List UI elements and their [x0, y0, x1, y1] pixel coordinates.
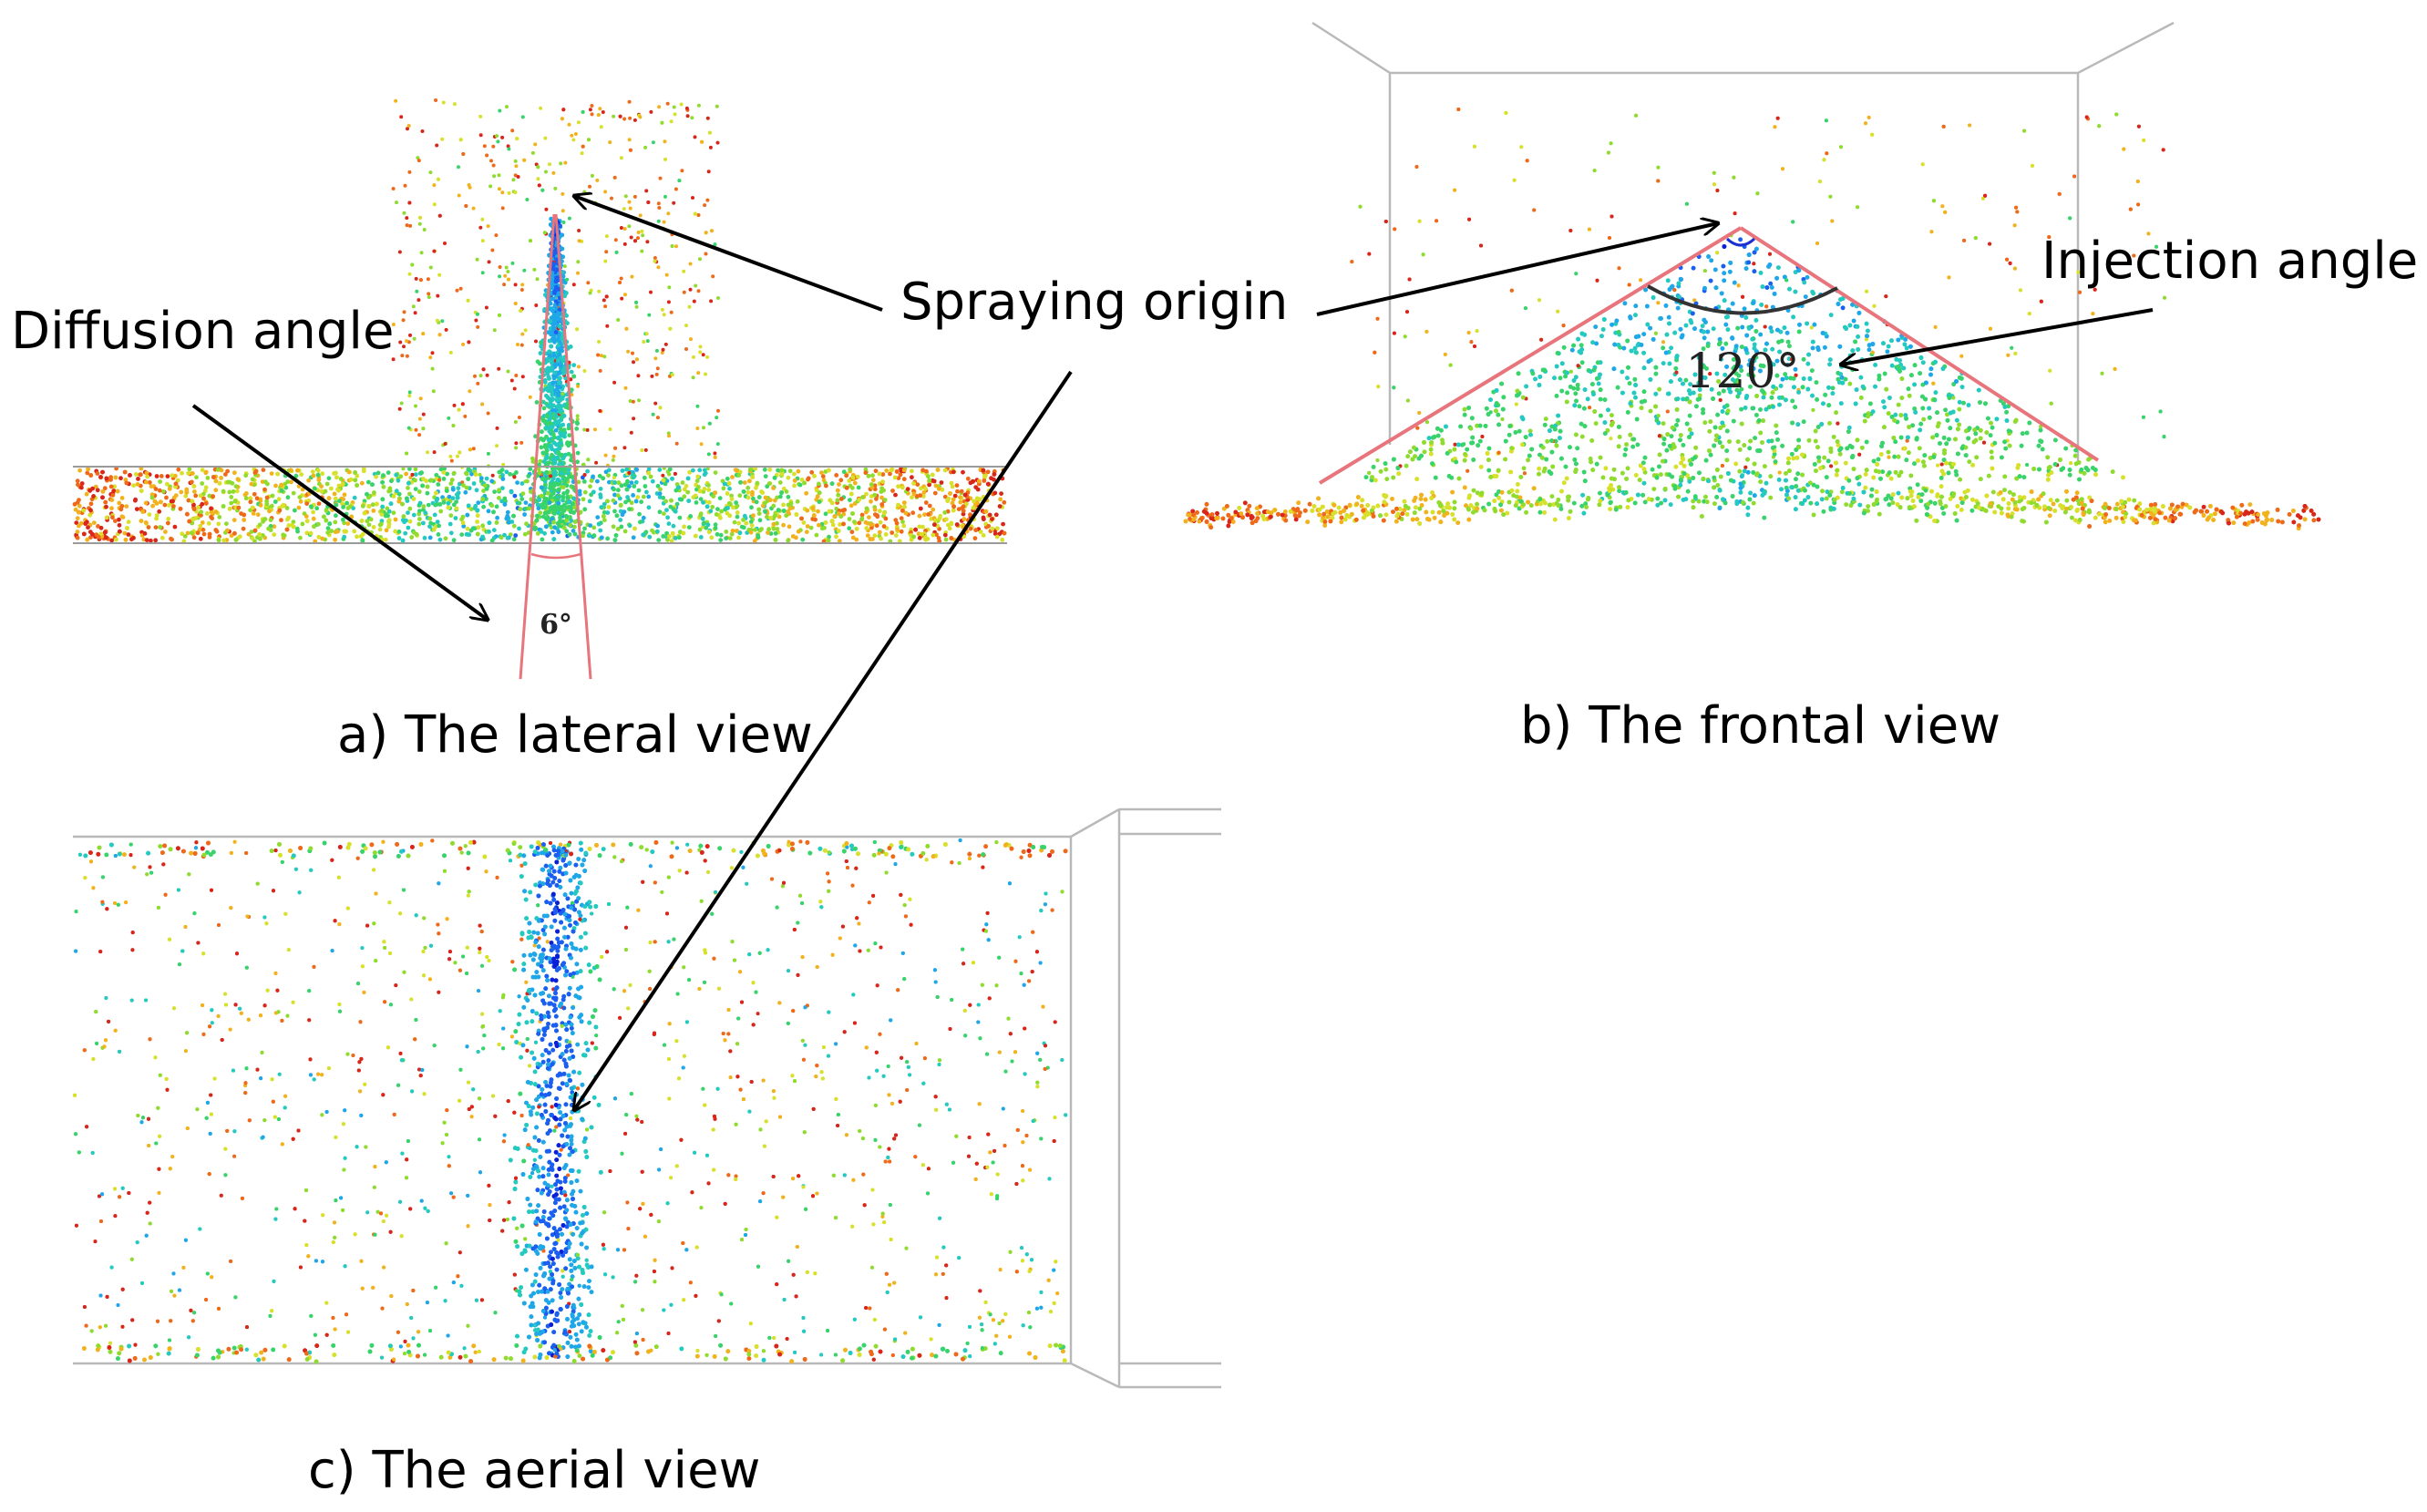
aerial-view-frame [73, 807, 1221, 1389]
aerial-view-panel: c) The aerial view [73, 807, 1221, 1500]
spraying-origin-arrow-frontal [1316, 223, 1718, 316]
frontal-view-panel: 120° Injection angle b) The frontal view [1183, 21, 2418, 756]
spraying-origin-arrow-lateral [574, 196, 883, 312]
injection-angle-value: 120° [1685, 345, 1799, 399]
spraying-origin-label: Spraying origin [900, 273, 1288, 332]
frontal-view-caption: b) The frontal view [1520, 696, 2000, 756]
injection-angle-arrow [1841, 308, 2154, 365]
injection-angle-inner-arc [1725, 237, 1756, 247]
frontal-view-frame [1311, 21, 2175, 465]
diffusion-angle-arc [530, 552, 581, 560]
lateral-view-panel: 6° Diffusion angle a) The lateral view [11, 98, 1007, 765]
frontal-droplet-cloud [1183, 108, 2321, 531]
injection-angle-label: Injection angle [2041, 231, 2418, 291]
lateral-view-caption: a) The lateral view [337, 705, 813, 765]
diffusion-angle-label: Diffusion angle [11, 302, 394, 361]
injection-cone-left-line [1318, 226, 1743, 485]
diffusion-angle-arrow [191, 404, 488, 620]
spraying-origin-annotation: Spraying origin [574, 196, 1718, 1110]
diffusion-angle-value: 6° [540, 609, 572, 641]
diffusion-cone-right-line [554, 213, 592, 680]
diffusion-cone-left-line [519, 213, 556, 680]
spraying-origin-arrow-aerial [574, 370, 1073, 1110]
injection-angle-arc [1647, 284, 1838, 315]
injection-cone-right-line [1739, 226, 2100, 462]
aerial-droplet-cloud [73, 838, 1068, 1364]
aerial-view-caption: c) The aerial view [308, 1441, 760, 1500]
